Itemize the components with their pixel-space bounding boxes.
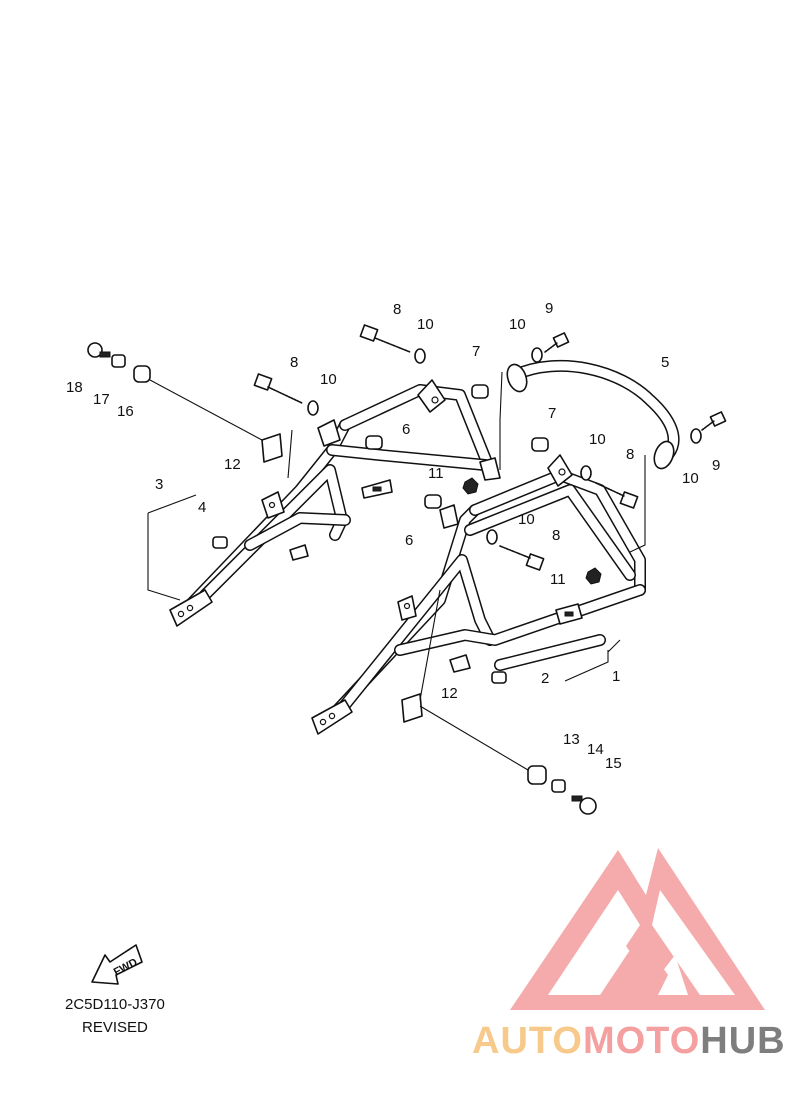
callout-2: 2 bbox=[541, 670, 549, 687]
bolt-8b bbox=[253, 373, 303, 404]
right-frame bbox=[311, 454, 646, 735]
bolt-8c bbox=[595, 482, 639, 509]
callout-14: 14 bbox=[587, 741, 604, 758]
callout-3: 3 bbox=[155, 476, 163, 493]
callout-10d: 10 bbox=[589, 431, 606, 448]
callout-10f: 10 bbox=[518, 511, 535, 528]
callout-4: 4 bbox=[198, 499, 206, 516]
callout-7b: 7 bbox=[548, 405, 556, 422]
grommet-13 bbox=[527, 765, 547, 785]
callout-8d: 8 bbox=[552, 527, 560, 544]
bolt-9b bbox=[701, 411, 727, 431]
callout-15: 15 bbox=[605, 755, 622, 772]
callout-18: 18 bbox=[66, 379, 83, 396]
callout-11a: 11 bbox=[428, 465, 444, 482]
collar-17 bbox=[111, 354, 126, 368]
drawing-code: 2C5D110-J370 bbox=[65, 996, 165, 1013]
left-frame bbox=[169, 379, 501, 627]
callout-9b: 9 bbox=[712, 457, 720, 474]
callout-12a: 12 bbox=[224, 456, 241, 473]
drawing-status: REVISED bbox=[82, 1019, 148, 1036]
clip-15 bbox=[571, 795, 597, 815]
bolt-9a bbox=[544, 332, 570, 353]
bolt-8a bbox=[359, 324, 411, 353]
callout-8a: 8 bbox=[393, 301, 401, 318]
callout-10e: 10 bbox=[682, 470, 699, 487]
callout-17: 17 bbox=[93, 391, 110, 408]
watermark-hub: HUB bbox=[700, 1020, 786, 1062]
callout-10c: 10 bbox=[509, 316, 526, 333]
callout-labels: 1 2 3 4 5 6 6 7 7 8 8 8 8 9 9 10 10 10 1… bbox=[66, 300, 720, 772]
connecting-bar bbox=[506, 359, 680, 470]
callout-9a: 9 bbox=[545, 300, 553, 317]
watermark-logo bbox=[510, 848, 765, 1010]
watermark-text: AUTOMOTOHUB bbox=[472, 1020, 786, 1063]
callout-8b: 8 bbox=[290, 354, 298, 371]
callout-5: 5 bbox=[661, 354, 669, 371]
callout-1: 1 bbox=[612, 668, 620, 685]
callout-16: 16 bbox=[117, 403, 134, 420]
hardware bbox=[87, 324, 727, 815]
watermark-auto: AUTO bbox=[472, 1020, 583, 1062]
leader-lines bbox=[147, 371, 646, 771]
collar-14 bbox=[551, 779, 566, 793]
callout-7a: 7 bbox=[472, 343, 480, 360]
bolt-8d bbox=[499, 545, 545, 571]
callout-12b: 12 bbox=[441, 685, 458, 702]
clip-18 bbox=[87, 342, 111, 358]
callout-11b: 11 bbox=[550, 571, 566, 588]
fwd-arrow-icon: FWD bbox=[91, 944, 143, 985]
callout-6a: 6 bbox=[402, 421, 410, 438]
callout-10a: 10 bbox=[417, 316, 434, 333]
watermark-moto: MOTO bbox=[582, 1020, 701, 1062]
callout-8c: 8 bbox=[626, 446, 634, 463]
grommet-16 bbox=[133, 365, 151, 383]
callout-10b: 10 bbox=[320, 371, 337, 388]
callout-13: 13 bbox=[563, 731, 580, 748]
callout-6b: 6 bbox=[405, 532, 413, 549]
